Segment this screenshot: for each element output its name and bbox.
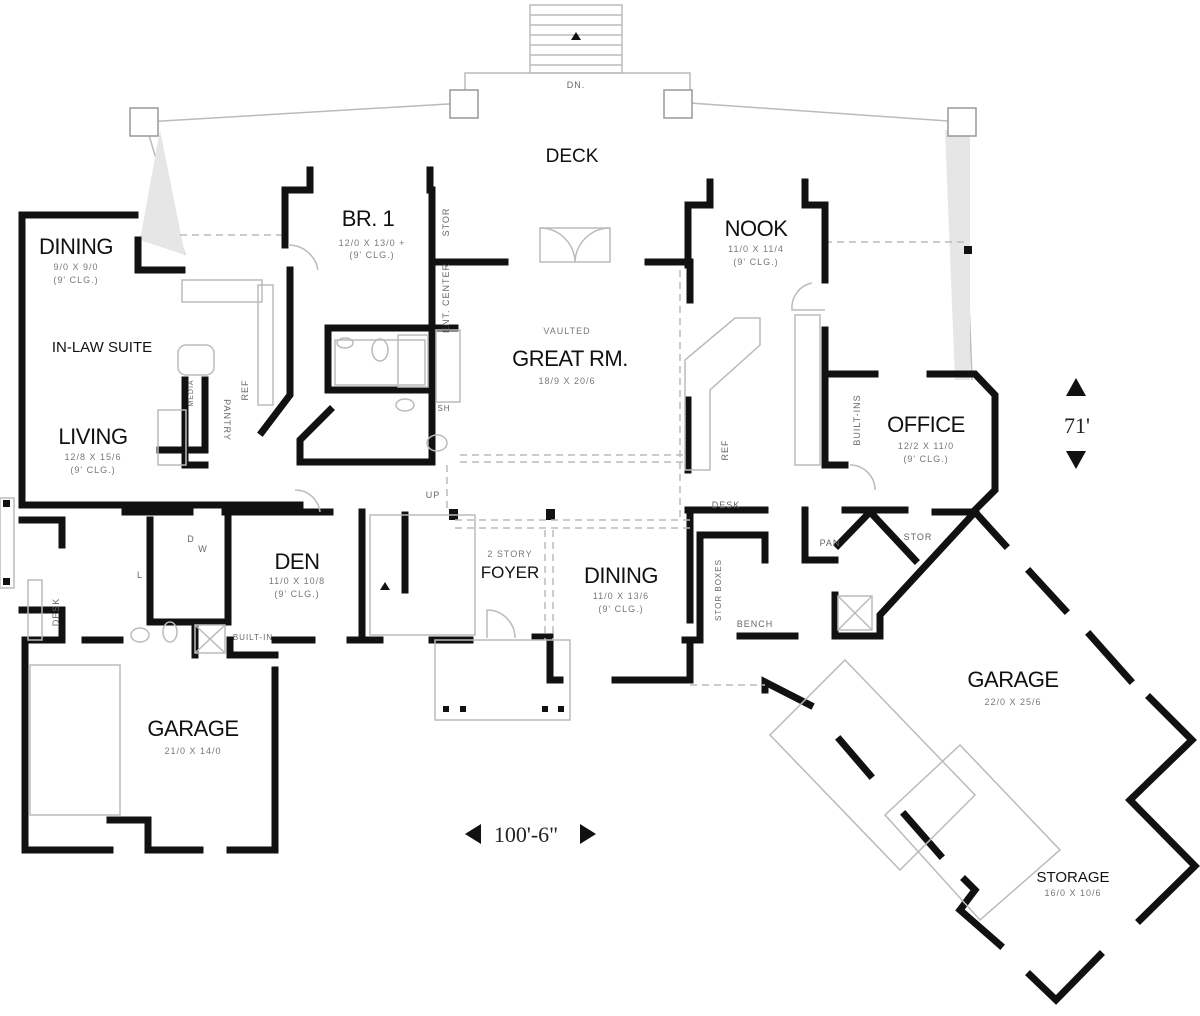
label-media: MEDIA [188,379,195,406]
room-ceiling: (9' CLG.) [70,465,115,475]
label-built-ins: BUILT-INS [852,394,862,445]
arrow-down-icon [1066,451,1086,469]
walls [18,166,1200,1005]
label-ent-center: ENT. CENTER [441,263,451,333]
room-size: 18/9 X 20/6 [538,376,595,386]
desk [27,579,43,641]
label-desk: DESK [712,500,741,510]
label-bench: BENCH [737,619,774,629]
room-name-den: DEN [275,549,320,574]
room-name-foyer: FOYER [481,563,540,582]
parking-space [768,658,977,872]
depth-dimension: 71' [1064,413,1090,438]
room-name-suite-dining: DINING [39,234,113,259]
room-labels: DINING 9/0 X 9/0 (9' CLG.) IN-LAW SUITE … [39,206,1110,898]
label-up: UP [426,490,441,500]
deck-stairs-right [945,130,970,380]
room-size: 11/0 X 10/8 [269,576,325,586]
interior-details [0,227,1062,922]
room-ceiling: (9' CLG.) [53,275,98,285]
kitchenette-counter [181,279,263,303]
deck-stairs-label: DN. [567,80,586,90]
up-arrow-icon [571,32,581,40]
label-built-in: BUILT-IN [233,633,273,642]
front-porch [434,639,571,721]
shower-icon [194,624,226,654]
fireplace [435,329,461,403]
room-name-br1: BR. 1 [342,206,395,231]
deck-post [663,89,693,119]
label-l: L [137,570,143,580]
stairs-up-arrow-icon [380,582,390,590]
room-name-nook: NOOK [725,216,789,241]
room-name-dining: DINING [584,563,658,588]
toilet-icon [426,434,448,452]
room-size: 22/0 X 25/6 [984,697,1041,707]
bathtub-icon [397,334,429,388]
room-size: 12/8 X 15/6 [64,452,121,462]
arrow-up-icon [1066,378,1086,396]
label-pantry: PANTRY [222,399,232,441]
label-dryer: D [187,534,195,544]
deck-post [947,107,977,137]
overall-dimensions: 71' 100'-6" [465,378,1090,847]
room-size: 11/0 X 11/4 [728,244,784,254]
kitchen-island [684,317,761,471]
kitchen-counter [794,314,821,466]
room-ceiling: (9' CLG.) [349,250,394,260]
room-name-living: LIVING [58,424,127,449]
room-ceiling: (9' CLG.) [903,454,948,464]
sink-icon [336,337,354,349]
arrow-right-icon [580,824,596,844]
room-ceiling: (9' CLG.) [733,257,778,267]
parking-space [883,743,1062,922]
label-ref: REF [240,380,250,401]
room-name-storage: STORAGE [1036,869,1109,886]
room-note: VAULTED [543,326,590,336]
deck-stairs-left [140,130,185,255]
room-name-great-rm: GREAT RM. [512,346,628,371]
toilet-icon [162,621,178,643]
room-ceiling: (9' CLG.) [274,589,319,599]
width-dimension: 100'-6" [494,822,558,847]
shower-icon [837,595,873,631]
room-name-office: OFFICE [887,412,965,437]
small-labels: STOR ENT. CENTER MEDIA PANTRY REF SH REF… [51,208,933,642]
room-name-garage-left: GARAGE [147,716,238,741]
sink-icon [130,627,150,643]
label-washer: W [198,544,208,554]
room-size: 12/2 X 11/0 [898,441,954,451]
garage-left-inner [29,664,121,816]
label-desk: DESK [51,598,61,627]
room-size: 11/0 X 13/6 [593,591,649,601]
room-name-garage-right: GARAGE [967,667,1058,692]
room-size: 21/0 X 14/0 [164,746,221,756]
label-sh: SH [437,404,450,413]
deck-railing [144,72,963,123]
room-size: 12/0 X 13/0 + [339,238,406,248]
stair-treads [530,14,622,66]
label-stor: STOR [441,208,451,237]
deck-post [129,107,159,137]
label-pan: PAN [820,538,841,548]
toilet-icon [371,338,389,362]
label-ref: REF [720,440,730,461]
main-stairs [369,514,476,636]
room-size: 16/0 X 10/6 [1044,888,1101,898]
arrow-left-icon [465,824,481,844]
deck-post [449,89,479,119]
label-stor-boxes: STOR BOXES [714,559,723,621]
deck-label: DECK [546,146,599,167]
room-ceiling: (9' CLG.) [598,604,643,614]
sink-icon [395,398,415,412]
label-stor: STOR [904,532,933,542]
room-size: 9/0 X 9/0 [53,262,98,272]
room-name-in-law-suite: IN-LAW SUITE [52,339,152,356]
room-note: 2 STORY [487,549,532,559]
deck: DN. DECK [129,4,977,381]
